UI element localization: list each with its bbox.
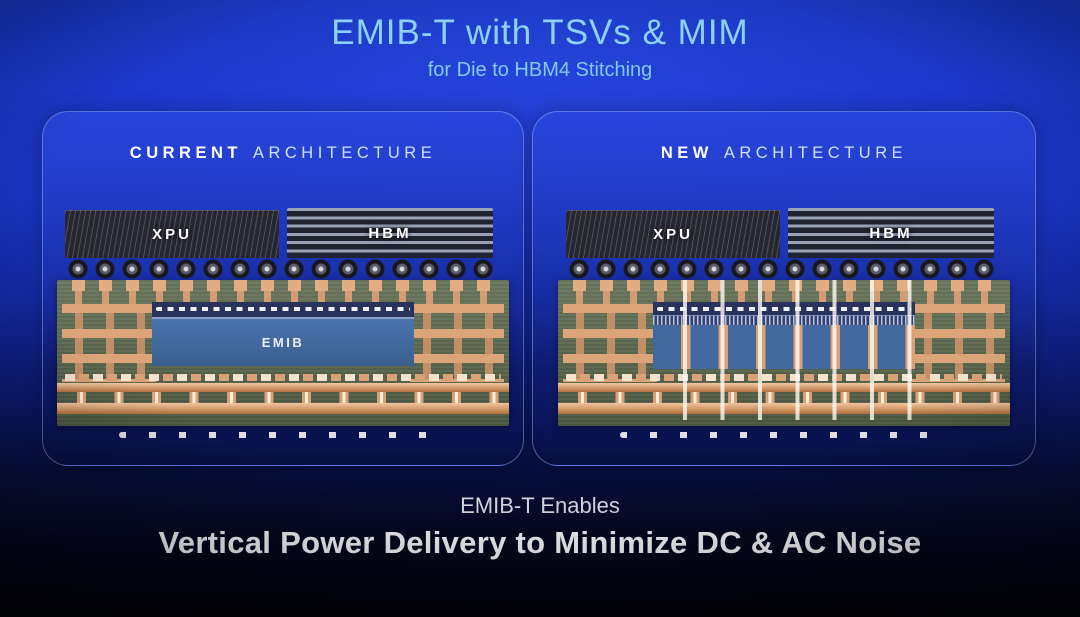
panel-new-architecture: NEW ARCHITECTURE XPU HBM (532, 111, 1036, 466)
slide-subtitle: for Die to HBM4 Stitching (427, 59, 653, 81)
bga-ball-highlights (620, 432, 950, 438)
solder-bump-row (65, 258, 497, 282)
package-substrate (558, 280, 1010, 426)
emib-microbump-dashes (156, 307, 410, 311)
hbm-die-label: HBM (869, 224, 913, 242)
solder-bump-row (566, 258, 998, 282)
new-cross-section-diagram: XPU HBM (558, 204, 1010, 454)
xpu-die-label: XPU (653, 225, 693, 243)
package-substrate: EMIB (57, 280, 509, 426)
panel-current-header: CURRENT ARCHITECTURE (43, 144, 523, 163)
xpu-die: XPU (566, 210, 780, 258)
hbm-die-stack: HBM (287, 208, 493, 258)
copper-ladder-left (62, 304, 156, 382)
copper-dash-trace-row (65, 374, 501, 381)
emib-bridge: EMIB (152, 302, 414, 366)
tsv-power-columns (653, 280, 915, 420)
lower-via-columns (57, 392, 509, 403)
upper-via-columns (65, 291, 497, 304)
xpu-die-label: XPU (152, 225, 192, 243)
hbm-die-stack: HBM (788, 208, 994, 258)
panel-current-header-rest: ARCHITECTURE (252, 144, 437, 162)
current-cross-section-diagram: XPU HBM EMIB (57, 204, 509, 454)
bga-ball-highlights (119, 432, 449, 438)
copper-ladder-right (911, 304, 1005, 382)
bump-pads (65, 280, 497, 291)
copper-power-rail-lower (57, 403, 509, 414)
emib-bridge-body: EMIB (152, 319, 414, 366)
panel-new-header-rest: ARCHITECTURE (723, 144, 908, 162)
copper-ladder-left (563, 304, 657, 382)
panel-new-header: NEW ARCHITECTURE (533, 144, 1035, 163)
copper-power-rail-upper (57, 383, 509, 392)
copper-ladder-right (410, 304, 504, 382)
footer-caption: EMIB-T Enables (460, 493, 620, 518)
xpu-die: XPU (65, 210, 279, 258)
footer-headline: Vertical Power Delivery to Minimize DC &… (158, 525, 922, 560)
emib-bridge-label: EMIB (261, 335, 305, 350)
emib-microbump-layer (152, 302, 414, 319)
panel-current-header-strong: CURRENT (129, 144, 242, 162)
hbm-die-label: HBM (368, 224, 412, 242)
slide-title: EMIB-T with TSVs & MIM (331, 13, 749, 52)
panel-new-header-strong: NEW (660, 144, 713, 162)
